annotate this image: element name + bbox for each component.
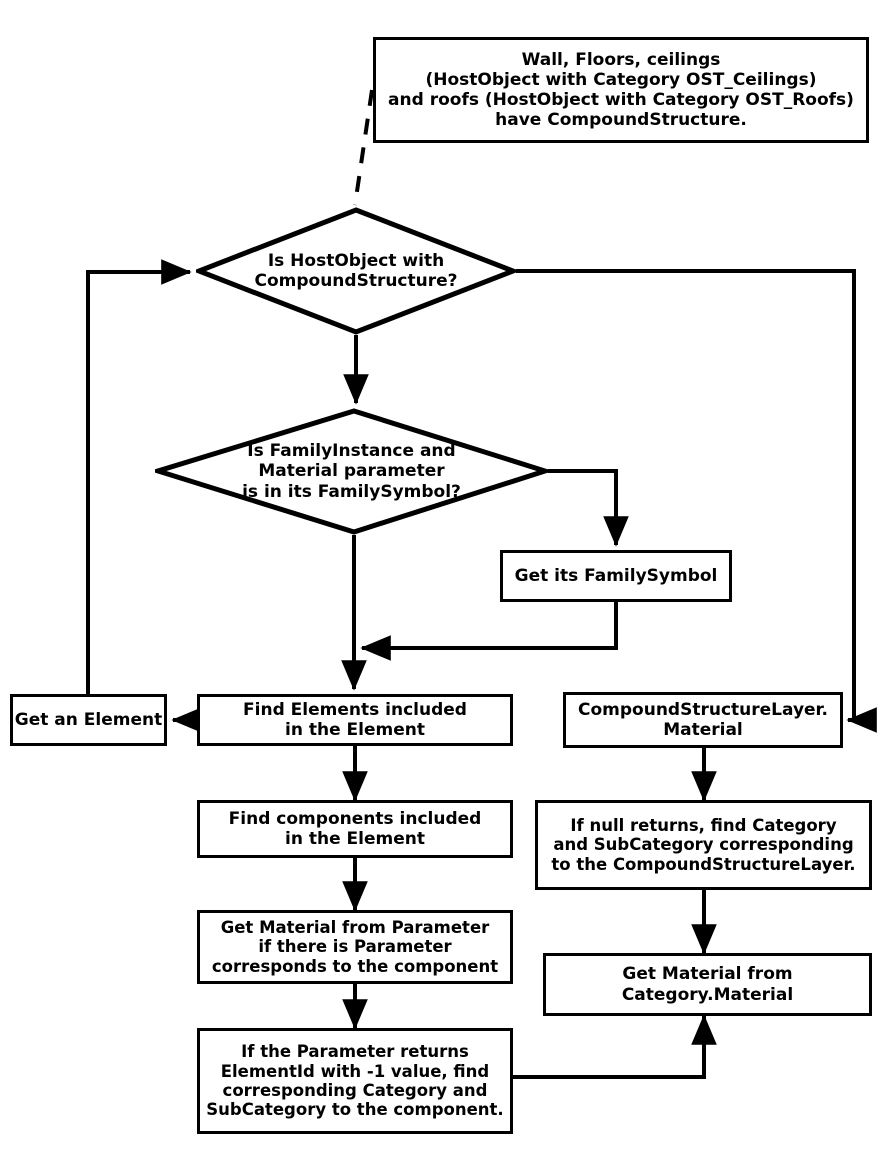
process-find-elements-included[interactable]: Find Elements included in the Element	[197, 694, 513, 746]
edge-get-familysymbol-to-find-elements	[360, 602, 618, 661]
edge-decision-familyinstance-yes-to-get-familysymbol	[548, 469, 629, 547]
diamond-shape	[196, 207, 516, 335]
process-if-null-returns-find-category[interactable]: If null returns, find Category and SubCa…	[535, 800, 872, 890]
decision-is-familyinstance-and-material-parameter[interactable]: Is FamilyInstance and Material parameter…	[155, 408, 548, 535]
decision-is-hostobject-with-compoundstructure[interactable]: Is HostObject with CompoundStructure?	[196, 207, 516, 335]
process-if-parameter-returns-elementid[interactable]: If the Parameter returns ElementId with …	[197, 1028, 513, 1134]
process-compoundstructurelayer-material[interactable]: CompoundStructureLayer. Material	[563, 692, 843, 748]
process-get-material-from-category-material[interactable]: Get Material from Category.Material	[543, 953, 872, 1016]
diamond-shape	[155, 408, 548, 535]
decision-is-hostobject-label: Is HostObject with CompoundStructure?	[254, 250, 458, 291]
decision-is-familyinstance-label: Is FamilyInstance and Material parameter…	[242, 441, 461, 502]
process-find-components-included[interactable]: Find components included in the Element	[197, 800, 513, 858]
process-get-an-element[interactable]: Get an Element	[10, 694, 167, 746]
process-get-its-familysymbol[interactable]: Get its FamilySymbol	[500, 550, 732, 602]
annotation-note: Wall, Floors, ceilings (HostObject with …	[373, 37, 869, 143]
process-get-material-from-parameter[interactable]: Get Material from Parameter if there is …	[197, 910, 513, 984]
edge-decision-hostobject-yes-to-compoundstructurelayer	[516, 269, 877, 733]
edge-if-parameter-returns-to-get-material-from-category	[513, 1014, 717, 1079]
edge-note-to-decision-hostobject	[353, 89, 374, 206]
